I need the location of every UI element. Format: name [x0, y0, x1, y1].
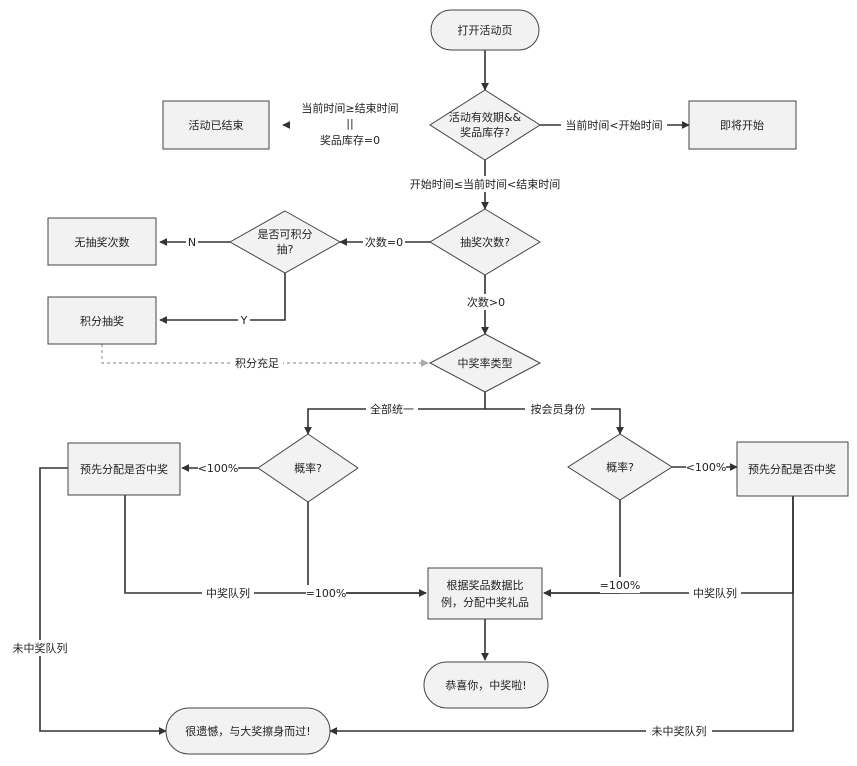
node-win-shape: [423, 661, 549, 709]
node-start-label: 打开活动页: [458, 23, 513, 37]
label-by-member: 按会员身份: [531, 402, 586, 416]
node-allocate-label-2: 例，分配中奖礼品: [441, 595, 529, 609]
node-points-check-label-2: 抽?: [277, 242, 294, 256]
edge-points-to-pointsdraw: [159, 273, 286, 324]
edge-pointsdraw-to-ratetype: [101, 344, 429, 367]
node-prob-right-label: 概率?: [606, 460, 634, 474]
label-ended-condition-2: ||: [346, 117, 353, 130]
label-lt100-left: <100%: [198, 462, 239, 475]
edge-probleft-to-allocate: [307, 502, 427, 597]
node-points-check-shape: [228, 210, 342, 274]
label-ended-condition-3: 奖品库存=0: [320, 133, 380, 147]
edge-preassignright-to-allocate: [543, 496, 794, 597]
node-prob-left-label: 概率?: [294, 461, 322, 475]
edge-labels: 当前时间≥结束时间 || 奖品库存=0 当前时间<开始时间 开始时间≤当前时间<…: [8, 100, 741, 739]
label-all-same: 全部统一: [370, 402, 414, 416]
label-coming-condition: 当前时间<开始时间: [565, 118, 662, 132]
edge-preassignleft-to-lose: [39, 467, 167, 735]
edge-preassignleft-to-allocate: [124, 495, 427, 597]
node-rate-type-shape: [428, 333, 542, 393]
node-preassign-right-label: 预先分配是否中奖: [748, 462, 836, 476]
node-coming-shape: [688, 100, 797, 150]
node-preassign-left-label: 预先分配是否中奖: [80, 462, 168, 476]
label-active-condition: 开始时间≤当前时间<结束时间: [410, 177, 560, 191]
node-points-draw-shape: [47, 296, 157, 345]
node-rate-type-label: 中奖率类型: [458, 356, 513, 370]
edge-preassignright-to-lose: [329, 496, 794, 735]
node-points-draw-label: 积分抽奖: [80, 314, 124, 328]
label-win-queue-right: 中奖队列: [693, 586, 737, 600]
node-valid-check-shape: [429, 89, 541, 161]
nodes: 打开活动页 活动有效期&& 奖品库存? 活动已结束 即将开始 抽奖次数? 是否可…: [47, 9, 849, 755]
label-lose-queue-left: 未中奖队列: [13, 641, 68, 655]
edges: [39, 50, 794, 735]
node-ended-shape: [162, 100, 270, 150]
node-preassign-left-shape: [67, 442, 181, 496]
node-valid-check-label-2: 奖品库存?: [460, 125, 510, 139]
node-preassign-right-shape: [736, 441, 849, 497]
node-start-shape: [430, 9, 540, 51]
node-count-check-shape: [429, 208, 541, 276]
node-points-check-label-1: 是否可积分: [258, 228, 313, 241]
node-no-chances-label: 无抽奖次数: [75, 235, 130, 249]
label-points-enough: 积分充足: [235, 356, 279, 370]
node-valid-check-label-1: 活动有效期&&: [449, 110, 522, 124]
label-win-queue-left: 中奖队列: [206, 586, 250, 600]
node-allocate-shape: [427, 567, 543, 620]
node-coming-label: 即将开始: [720, 118, 764, 132]
label-lt100-right: <100%: [686, 461, 727, 474]
label-count-positive: 次数>0: [467, 295, 505, 309]
node-prob-left-shape: [257, 433, 359, 503]
label-eq100-left: =100%: [306, 587, 347, 600]
label-yes: Y: [240, 314, 248, 327]
label-ended-condition-1: 当前时间≥结束时间: [301, 101, 398, 115]
node-no-chances-shape: [47, 217, 157, 266]
label-lose-queue-right: 未中奖队列: [652, 724, 707, 738]
label-count-zero: 次数=0: [365, 235, 403, 249]
node-win-label: 恭喜你，中奖啦!: [445, 678, 526, 692]
node-count-check-label: 抽奖次数?: [460, 235, 510, 249]
node-lose-label: 很遗憾，与大奖擦身而过!: [185, 724, 310, 738]
label-no: N: [188, 236, 196, 249]
node-lose-shape: [165, 707, 331, 755]
node-ended-label: 活动已结束: [189, 119, 244, 132]
node-prob-right-shape: [567, 433, 673, 501]
node-allocate-label-1: 根据奖品数据比: [447, 578, 524, 592]
label-eq100-right: =100%: [600, 579, 641, 592]
